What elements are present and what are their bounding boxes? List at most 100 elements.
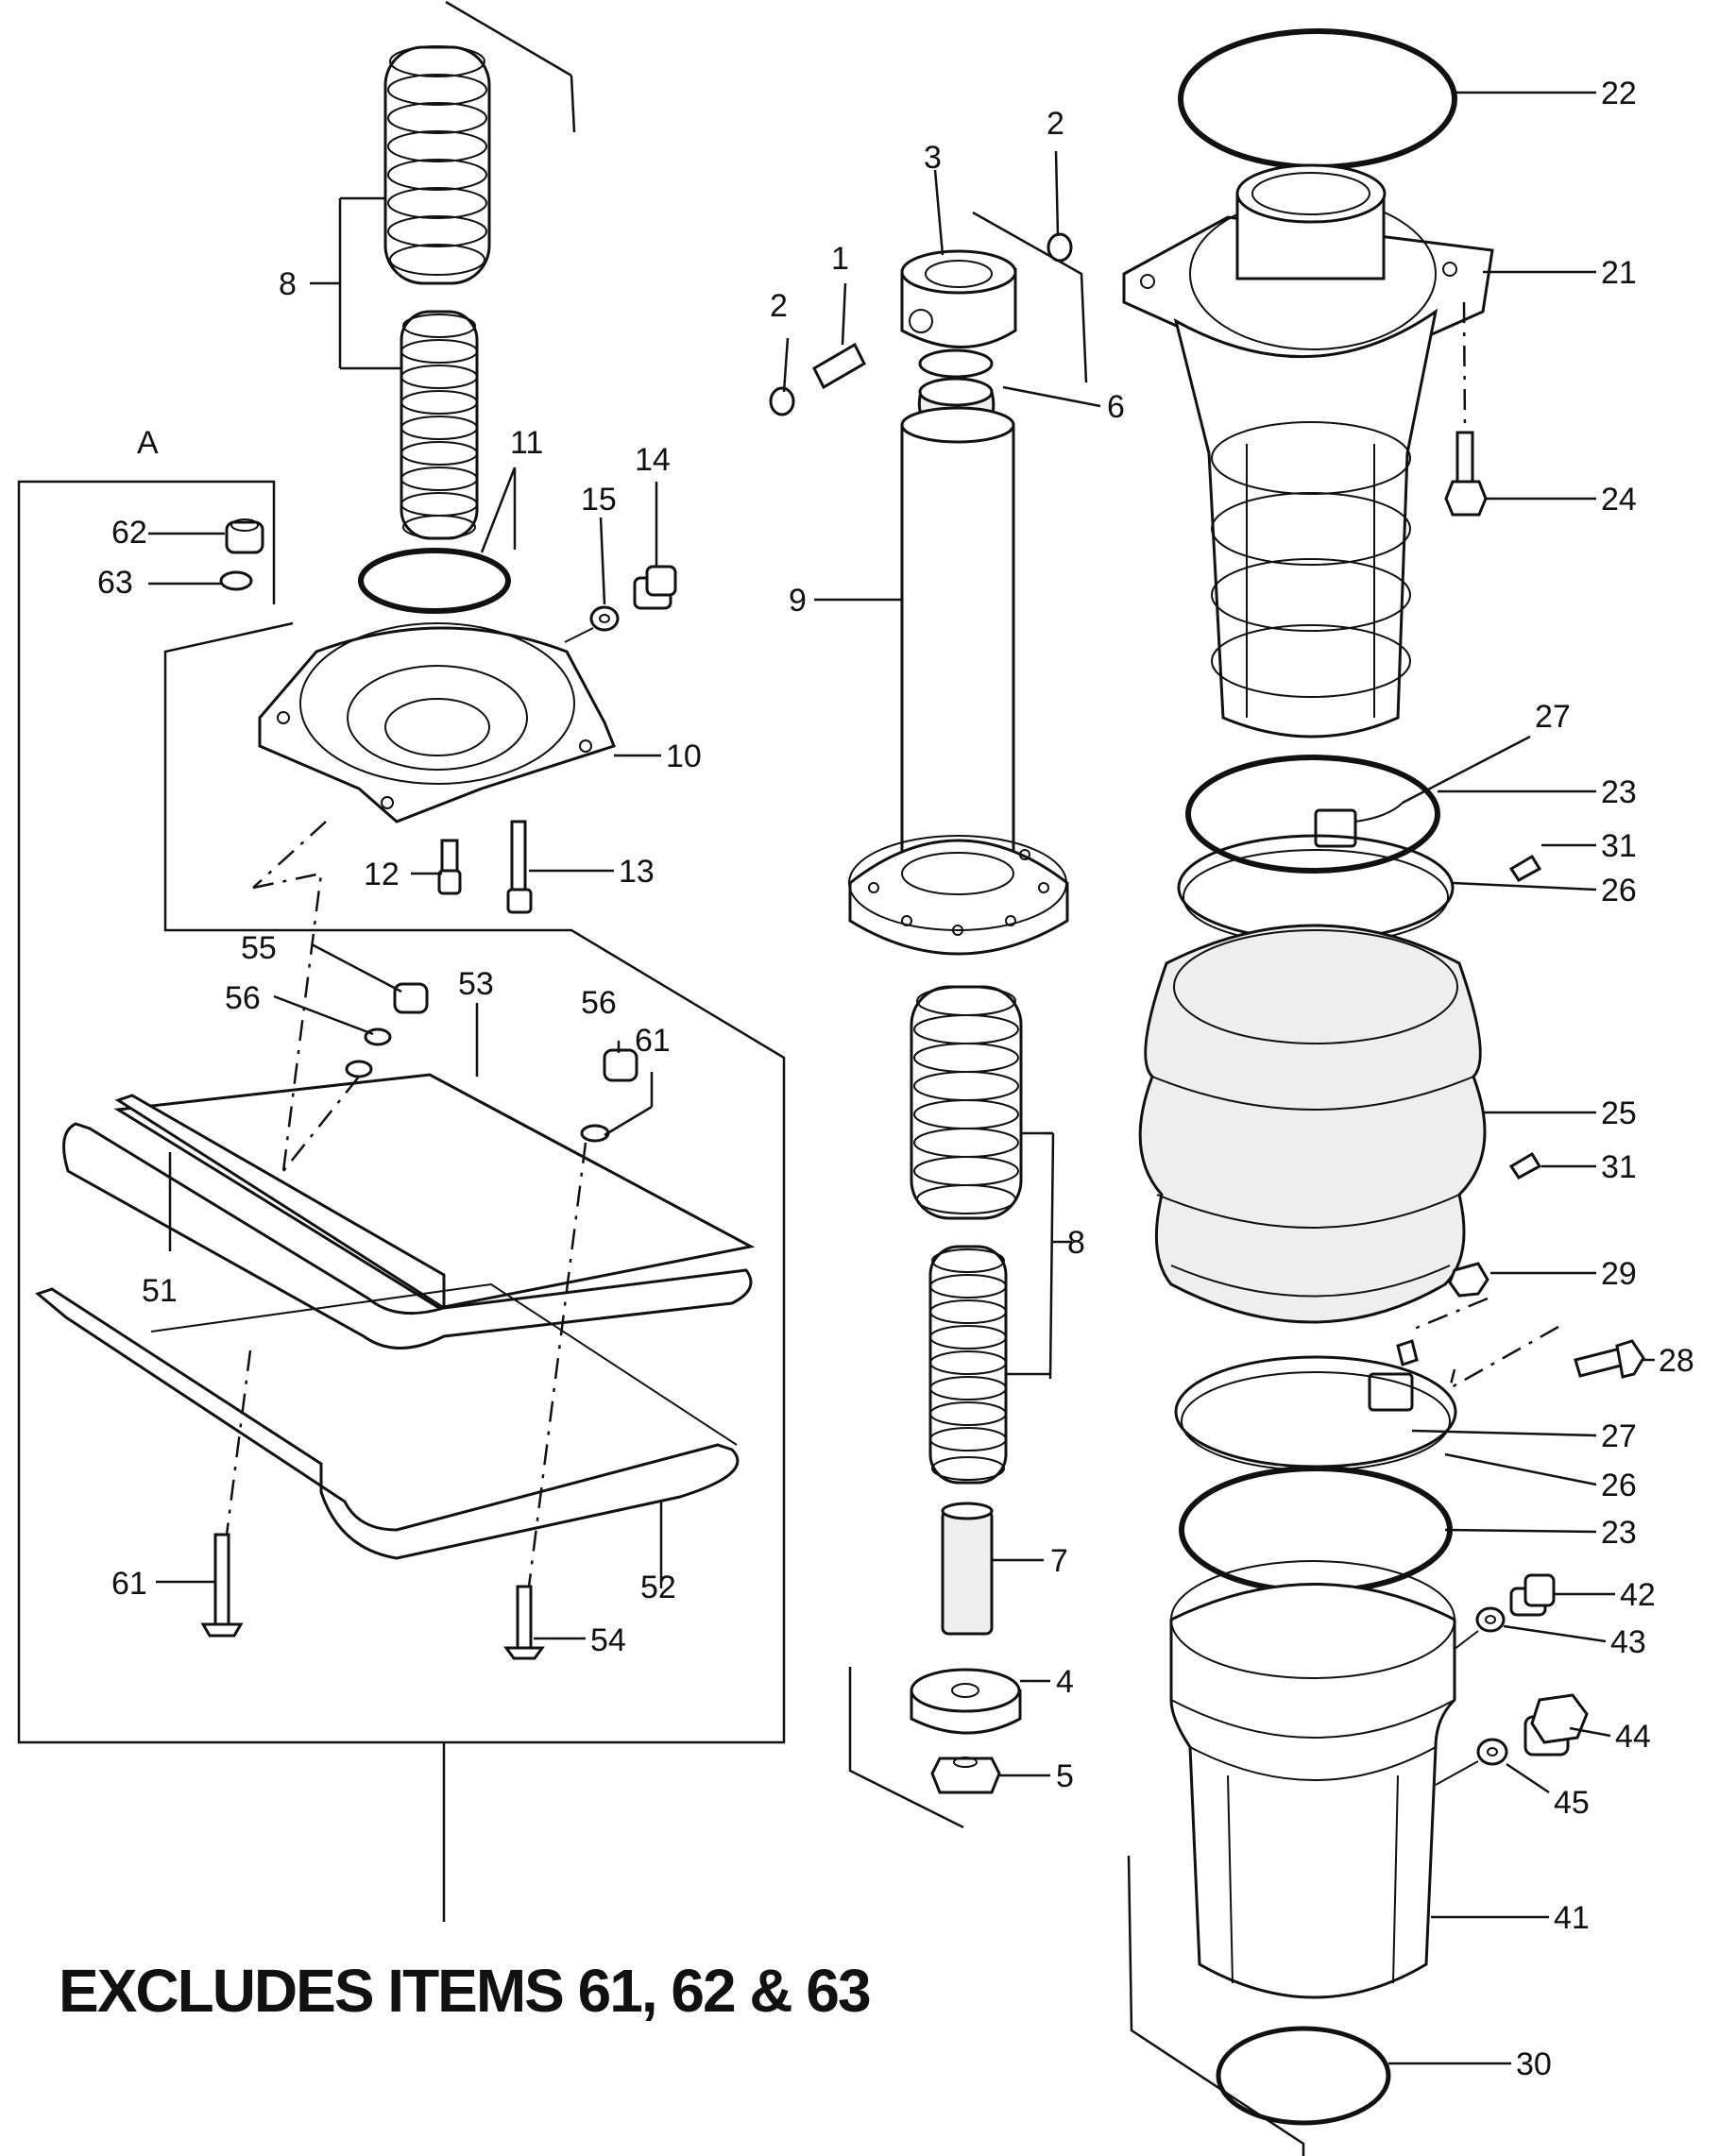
callout-12: 12 xyxy=(364,857,400,892)
sleeve-part-7 xyxy=(941,1502,994,1636)
pin-part-1 xyxy=(812,342,866,390)
callout-8-lower: 8 xyxy=(1067,1225,1085,1261)
callout-52: 52 xyxy=(640,1570,676,1605)
callout-23-upper: 23 xyxy=(1601,774,1637,810)
exclusion-note: EXCLUDES ITEMS 61, 62 & 63 xyxy=(59,1957,870,2025)
callout-43: 43 xyxy=(1610,1624,1646,1660)
callout-25: 25 xyxy=(1601,1095,1637,1131)
callout-55-left: 55 xyxy=(241,930,277,966)
callout-29: 29 xyxy=(1601,1256,1637,1292)
callout-14: 14 xyxy=(635,442,671,478)
callout-56-left: 56 xyxy=(225,980,261,1016)
assembly-dashes-left xyxy=(225,821,587,1587)
pin-part-31-upper xyxy=(1508,854,1542,882)
callout-42: 42 xyxy=(1620,1577,1656,1613)
screw-part-24 xyxy=(1444,431,1488,517)
clip-part-2-lower xyxy=(769,386,795,416)
ring-part-23-upper xyxy=(1185,755,1440,874)
callout-54: 54 xyxy=(590,1622,626,1658)
nut-part-5 xyxy=(930,1757,1001,1794)
o-ring-part-22 xyxy=(1178,28,1457,170)
screw-part-12 xyxy=(437,839,462,895)
group-label-a: A xyxy=(137,425,159,461)
group-a-box xyxy=(17,480,786,1922)
brush-part-27-lower xyxy=(1368,1339,1419,1412)
callout-28: 28 xyxy=(1659,1343,1694,1379)
nut-part-55-right xyxy=(603,1048,638,1082)
plug-part-44 xyxy=(1523,1693,1589,1757)
callout-27-lower: 27 xyxy=(1601,1418,1637,1454)
callout-62: 62 xyxy=(111,515,147,551)
washer-part-56-right xyxy=(580,1124,610,1143)
roller-part-51 xyxy=(62,1122,753,1350)
cap-plate-part-10 xyxy=(258,622,616,823)
bottom-plate-part-52 xyxy=(34,1282,740,1560)
callout-13: 13 xyxy=(619,854,655,890)
callout-26-upper: 26 xyxy=(1601,873,1637,908)
callout-51: 51 xyxy=(142,1273,178,1309)
head-part-3 xyxy=(900,249,1017,348)
flange-housing-part-21 xyxy=(1122,163,1494,738)
callout-7: 7 xyxy=(1050,1543,1068,1579)
washer-part-43 xyxy=(1475,1606,1506,1633)
nut-part-55-left xyxy=(393,982,429,1014)
ring-part-23-lower xyxy=(1179,1466,1453,1594)
lower-spring-part-8 xyxy=(910,985,1023,1485)
callout-10: 10 xyxy=(666,738,702,774)
boot-part-41 xyxy=(1169,1560,1456,1999)
screw-part-61 xyxy=(200,1533,244,1638)
callout-11: 11 xyxy=(510,425,543,461)
callout-31-lower: 31 xyxy=(1601,1149,1637,1185)
washer-part-56-left xyxy=(345,1027,392,1078)
callout-23-lower: 23 xyxy=(1601,1515,1637,1551)
callout-44: 44 xyxy=(1615,1719,1651,1755)
band-part-26-lower xyxy=(1174,1355,1457,1471)
callout-6: 6 xyxy=(1107,389,1125,425)
callout-53: 53 xyxy=(458,966,494,1002)
callout-56-right: 61 xyxy=(635,1023,671,1059)
callout-9: 9 xyxy=(789,583,807,619)
screw-part-28 xyxy=(1574,1339,1645,1379)
nut-part-29 xyxy=(1448,1262,1489,1298)
callout-61: 61 xyxy=(111,1566,147,1602)
callout-30: 30 xyxy=(1516,2046,1552,2082)
washer-part-45 xyxy=(1476,1738,1508,1766)
pin-part-31-lower xyxy=(1508,1151,1542,1180)
callout-5: 5 xyxy=(1056,1758,1074,1794)
callout-8-upper: 8 xyxy=(279,266,297,302)
plug-part-42 xyxy=(1509,1573,1556,1617)
callout-45: 45 xyxy=(1554,1785,1590,1821)
screw-part-13 xyxy=(506,820,533,914)
washer-part-15 xyxy=(589,605,620,632)
callout-22: 22 xyxy=(1601,76,1637,111)
callout-3: 3 xyxy=(924,140,942,176)
upper-spring-part-8 xyxy=(383,45,491,540)
washer-part-63 xyxy=(219,570,253,591)
callout-21: 21 xyxy=(1601,255,1637,291)
callout-41: 41 xyxy=(1554,1900,1590,1936)
tube-part-9 xyxy=(848,406,1069,956)
callout-15: 15 xyxy=(581,482,617,518)
plug-part-14 xyxy=(633,565,677,610)
bottom-bracket xyxy=(1127,1855,1305,2156)
callout-27-upper: 27 xyxy=(1535,699,1571,735)
nut-part-62 xyxy=(225,518,264,554)
ring-part-11 xyxy=(358,548,511,614)
upper-leader-bracket xyxy=(445,0,576,133)
cup-part-4 xyxy=(910,1668,1022,1735)
callout-55-right: 56 xyxy=(581,985,617,1021)
callout-4: 4 xyxy=(1056,1664,1074,1700)
callout-26-lower: 26 xyxy=(1601,1468,1637,1503)
callout-2-lower: 2 xyxy=(770,288,788,324)
callout-2-upper: 2 xyxy=(1047,106,1064,142)
callout-24: 24 xyxy=(1601,482,1637,518)
callout-63: 63 xyxy=(97,565,133,601)
middle-brackets xyxy=(848,211,1088,1829)
plate-part-53 xyxy=(113,1073,756,1311)
o-ring-part-30 xyxy=(1216,2026,1391,2126)
callout-31-upper: 31 xyxy=(1601,828,1637,864)
bellows-part-25 xyxy=(1138,924,1487,1324)
leader-lines xyxy=(148,91,1655,2065)
screw-part-54 xyxy=(503,1585,545,1660)
